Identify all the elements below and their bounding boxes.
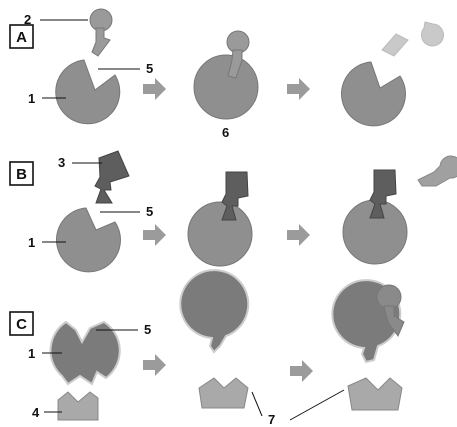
panel-a-letter: A (16, 29, 27, 46)
panel-a-label-6: 6 (222, 125, 229, 140)
panel-c-letter: C (16, 316, 27, 333)
panel-b-label-5: 5 (146, 204, 153, 219)
panel-a-arrow-2 (287, 78, 310, 100)
panel-a-letter-box (9, 24, 34, 49)
panel-c-arrow-1 (143, 354, 166, 376)
panel-a-product-1 (381, 33, 409, 57)
panel-c-complex-inhibitor (198, 377, 249, 409)
panel-a-label-5: 5 (146, 61, 153, 76)
panel-c-inhibitor (57, 391, 99, 421)
panel-a-product-2 (421, 21, 444, 47)
panel-c-line-7b (289, 389, 345, 421)
panel-b-label-1: 1 (28, 235, 35, 250)
panel-c-substrate (376, 284, 405, 338)
panel-c-label-5: 5 (144, 322, 151, 337)
panel-b-final-inhibitor (369, 169, 397, 219)
panel-c-line-7a (251, 391, 263, 417)
panel-b-other-molecule (417, 155, 457, 187)
panel-a-label-2: 2 (24, 12, 31, 27)
panel-a: A 2 5 1 6 (9, 8, 444, 140)
panel-b-letter-box (9, 161, 34, 186)
panel-b-complex-enzyme (187, 201, 253, 267)
panel-a-arrow-1 (143, 78, 166, 100)
panel-b-letter: B (16, 166, 27, 183)
panel-c-label-1: 1 (28, 346, 35, 361)
panel-b-arrow-2 (287, 224, 310, 246)
panel-b-arrow-1 (143, 224, 166, 246)
panel-c-final-inhibitor (347, 377, 403, 411)
panel-b-label-3: 3 (58, 155, 65, 170)
panel-b-complex-inhibitor (221, 171, 249, 221)
panel-a-complex-enzyme (193, 54, 259, 120)
panel-b-inhibitor (94, 150, 130, 204)
panel-c-label-7: 7 (268, 412, 275, 427)
panel-b-enzyme (56, 207, 121, 273)
panel-c-letter-box (9, 311, 34, 336)
panel-c-arrow-2 (290, 360, 313, 382)
panel-a-complex-substrate (226, 30, 250, 79)
panel-b: B 3 5 1 7 (9, 150, 457, 291)
panel-a-enzyme (55, 59, 121, 125)
panel-a-enzyme-released (341, 61, 406, 127)
panel-a-substrate (89, 8, 113, 57)
panel-c-complex-enzyme (179, 269, 250, 354)
panel-a-label-1: 1 (28, 91, 35, 106)
panel-c-enzyme (49, 320, 121, 386)
panel-c: C 5 1 4 7 (9, 269, 405, 427)
panel-c-label-4: 4 (32, 405, 40, 420)
